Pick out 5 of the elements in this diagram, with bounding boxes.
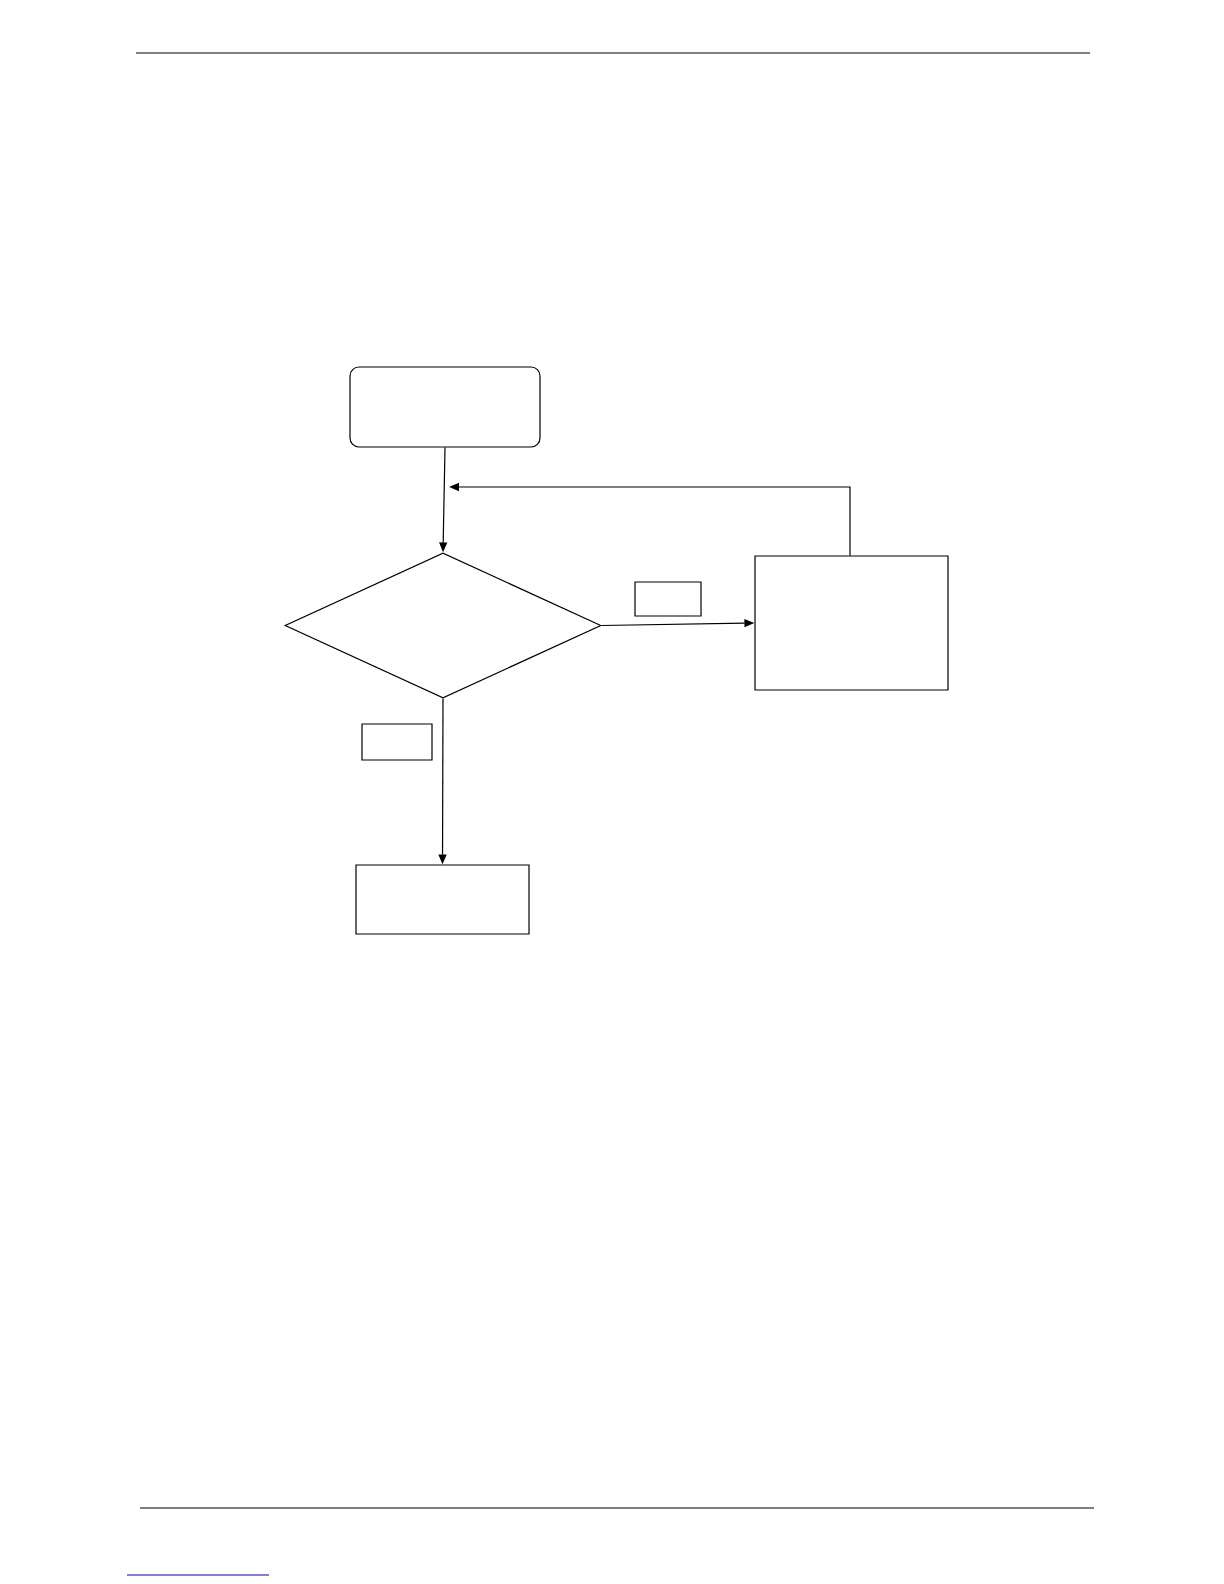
label-box (361, 723, 433, 761)
process-box (355, 864, 530, 935)
process-box (754, 555, 949, 691)
start-box (349, 366, 541, 448)
label-box (634, 581, 702, 617)
